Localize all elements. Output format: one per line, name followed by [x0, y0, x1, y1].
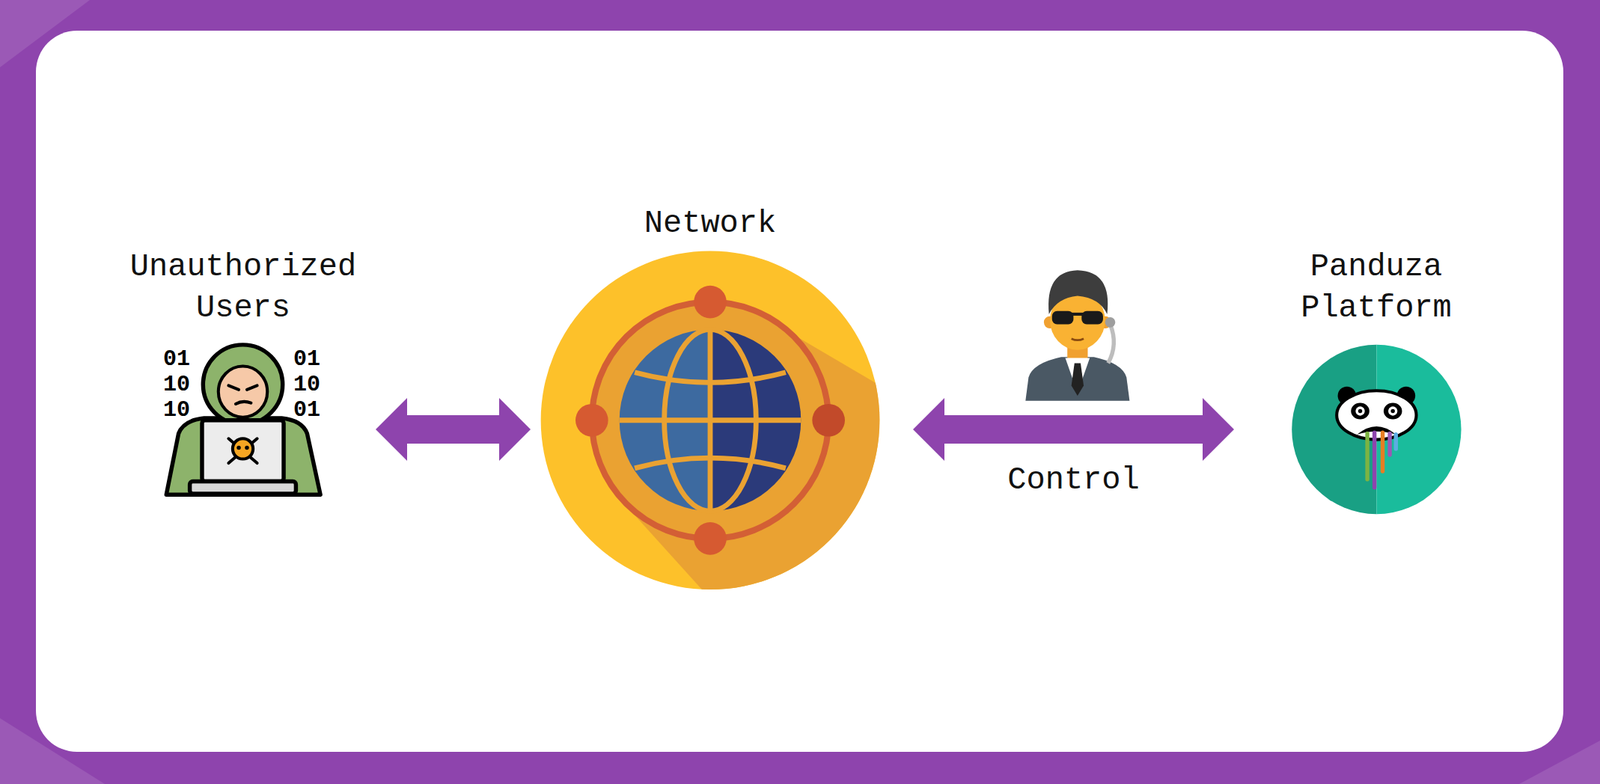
binary-digits: 10: [163, 397, 191, 423]
hacker-hood: [202, 344, 283, 425]
icon-area: [1252, 329, 1500, 515]
earpiece-wire: [1108, 324, 1115, 364]
crossbones: [228, 438, 257, 464]
guard-figure: [1025, 270, 1130, 402]
binary-digits: 01: [163, 346, 191, 372]
guard-tie: [1071, 362, 1084, 396]
drip: [1372, 432, 1377, 488]
drip: [1365, 433, 1369, 479]
globe-grid: [619, 329, 802, 512]
binary-digits: 10: [293, 371, 321, 398]
node-heading: Network: [545, 203, 875, 245]
parallel: [634, 457, 786, 469]
laptop-screen: [202, 420, 284, 482]
binary-digits: 10: [163, 371, 191, 398]
sunglasses-bridge: [1071, 312, 1084, 316]
panda-head: [1336, 390, 1416, 440]
node-group: Unauthorized Users: [119, 246, 367, 502]
parallel: [634, 372, 786, 384]
sunglasses: [1081, 311, 1104, 325]
network-globe: [541, 250, 919, 694]
drip: [1394, 434, 1398, 450]
guard-mouth: [1071, 339, 1084, 341]
illustrations: [166, 250, 1461, 694]
drip-lines: [1367, 432, 1396, 488]
panda-pupil: [1390, 409, 1395, 414]
hacker-mouth: [235, 401, 251, 405]
node-group: Panduza Platform: [1252, 246, 1500, 515]
laptop-base: [190, 481, 297, 494]
panda-eye-patch: [1350, 403, 1370, 420]
orbit-ring: [591, 302, 829, 539]
skull: [232, 438, 253, 459]
orbit-dot: [693, 522, 727, 556]
skull-eye: [244, 446, 249, 450]
hacker-eyes: [228, 385, 257, 390]
panda-eye: [1355, 406, 1365, 416]
orbit-dot: [811, 404, 845, 438]
earpiece: [1105, 317, 1116, 328]
guard-hair: [1048, 270, 1108, 315]
binary-digits: 01: [293, 346, 321, 372]
drip: [1387, 433, 1392, 456]
node-heading: Panduza Platform: [1256, 246, 1496, 330]
orbit-dot: [693, 285, 727, 319]
double-arrow: [913, 398, 1235, 461]
hacker-body: [166, 418, 321, 495]
sunglasses: [1052, 311, 1074, 325]
panda-pupil: [1358, 409, 1363, 414]
panda-eye: [1388, 406, 1398, 416]
hacker-face: [218, 365, 268, 417]
node-heading: Unauthorized Users: [123, 246, 363, 330]
skull-eye: [236, 446, 241, 450]
white-panel: [35, 30, 1564, 753]
binary-digits: 01: [293, 397, 321, 423]
icon-area: [119, 329, 367, 502]
edge-label: Control: [1004, 460, 1143, 500]
parallel: [619, 417, 802, 423]
icon-area: [541, 244, 880, 590]
drip: [1380, 432, 1385, 472]
panda-eye-patch: [1383, 403, 1403, 420]
double-arrow: [375, 398, 531, 461]
panduza-logo: [1291, 344, 1461, 515]
guard-suit: [1025, 356, 1130, 402]
node-group: Network: [541, 203, 880, 590]
orbit-dot: [575, 404, 609, 438]
